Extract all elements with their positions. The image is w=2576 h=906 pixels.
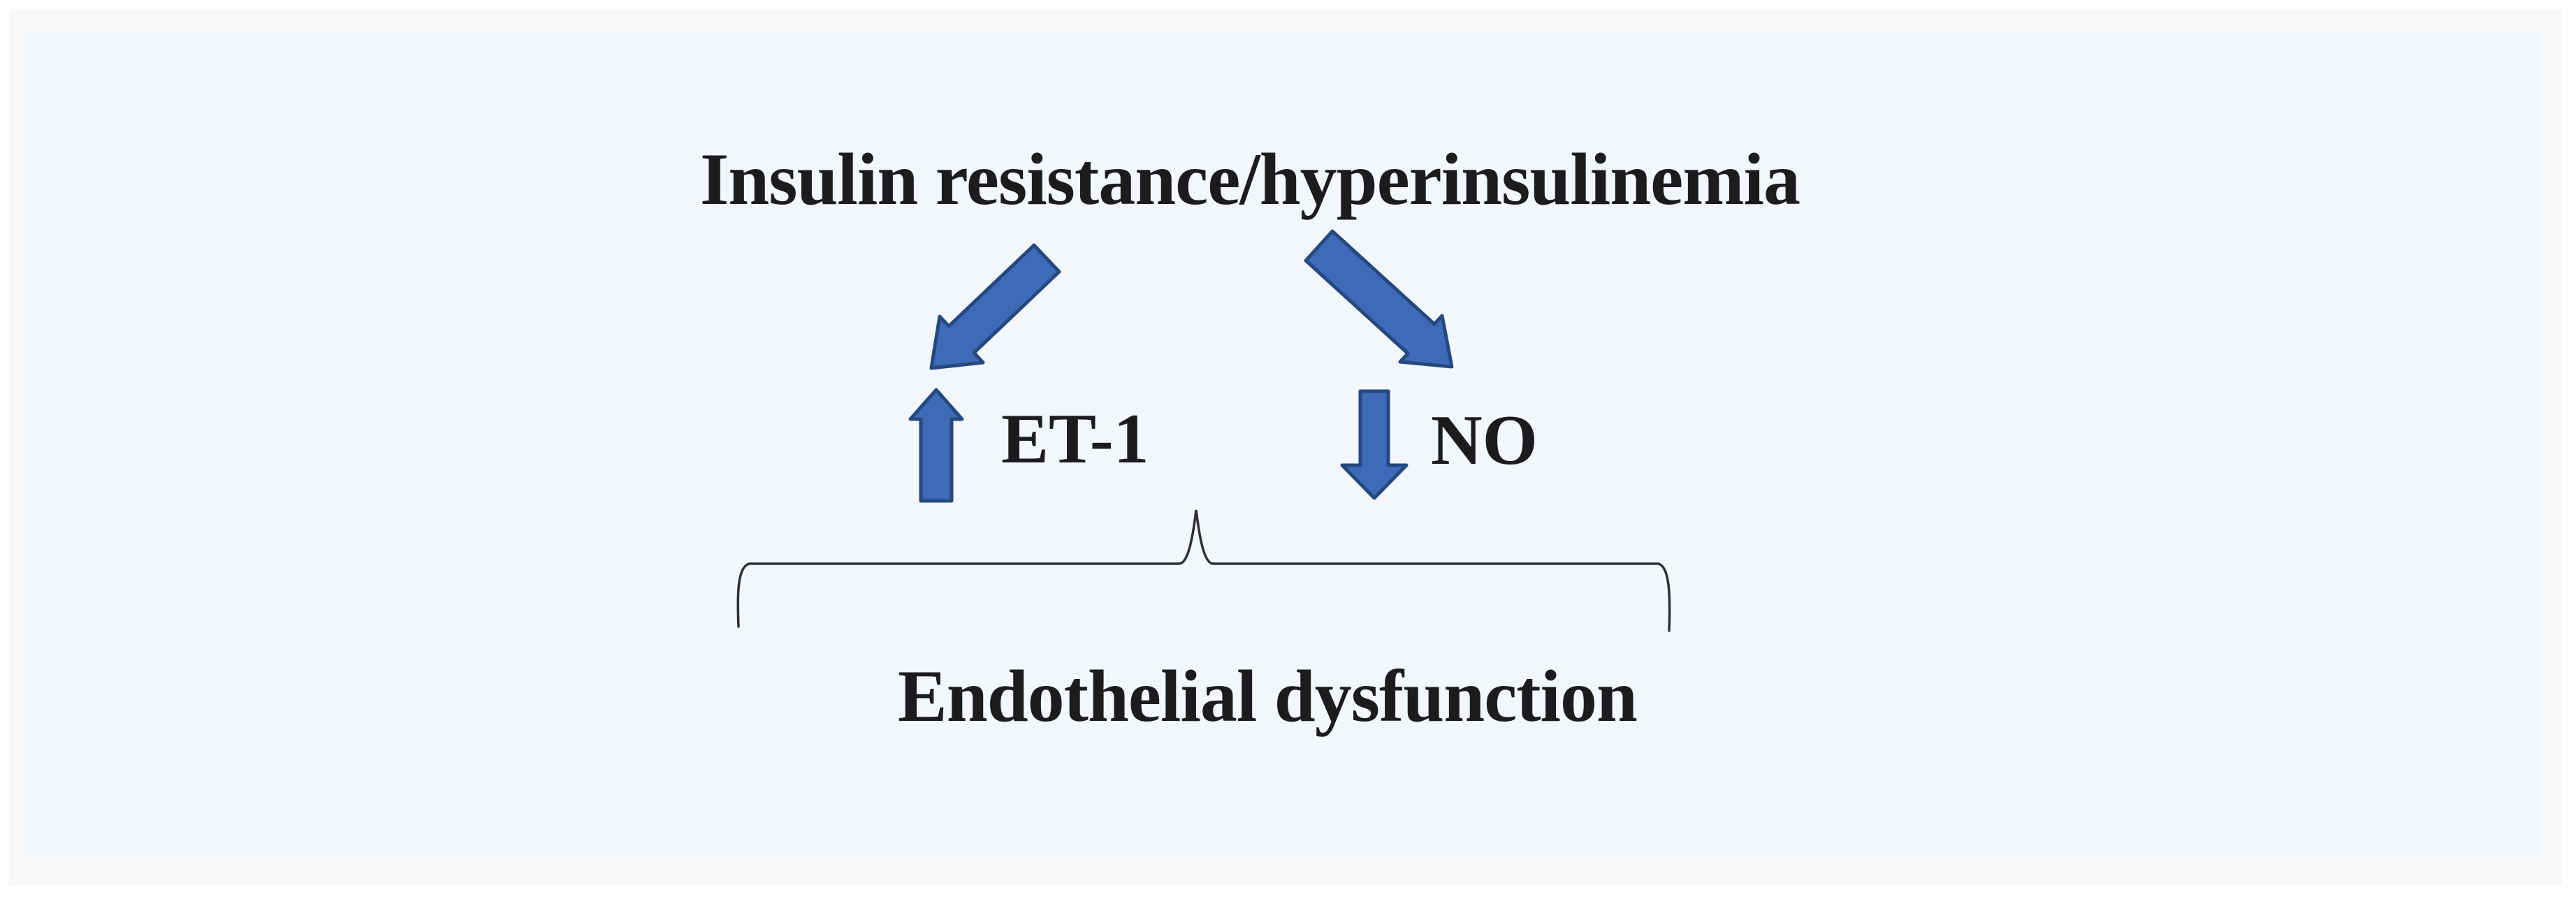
arrow-down-right-icon bbox=[1304, 229, 1454, 369]
arrow-up-icon bbox=[908, 388, 964, 503]
et1-label: ET-1 bbox=[1001, 400, 1149, 478]
curly-brace-icon bbox=[736, 509, 1671, 632]
outcome-label: Endothelial dysfunction bbox=[898, 655, 1638, 737]
diagram-title: Insulin resistance/hyperinsulinemia bbox=[700, 138, 1800, 220]
no-label: NO bbox=[1431, 401, 1538, 480]
figure-panel bbox=[27, 32, 2540, 858]
arrow-down-icon bbox=[1340, 389, 1409, 500]
arrow-down-left-icon bbox=[929, 243, 1061, 370]
